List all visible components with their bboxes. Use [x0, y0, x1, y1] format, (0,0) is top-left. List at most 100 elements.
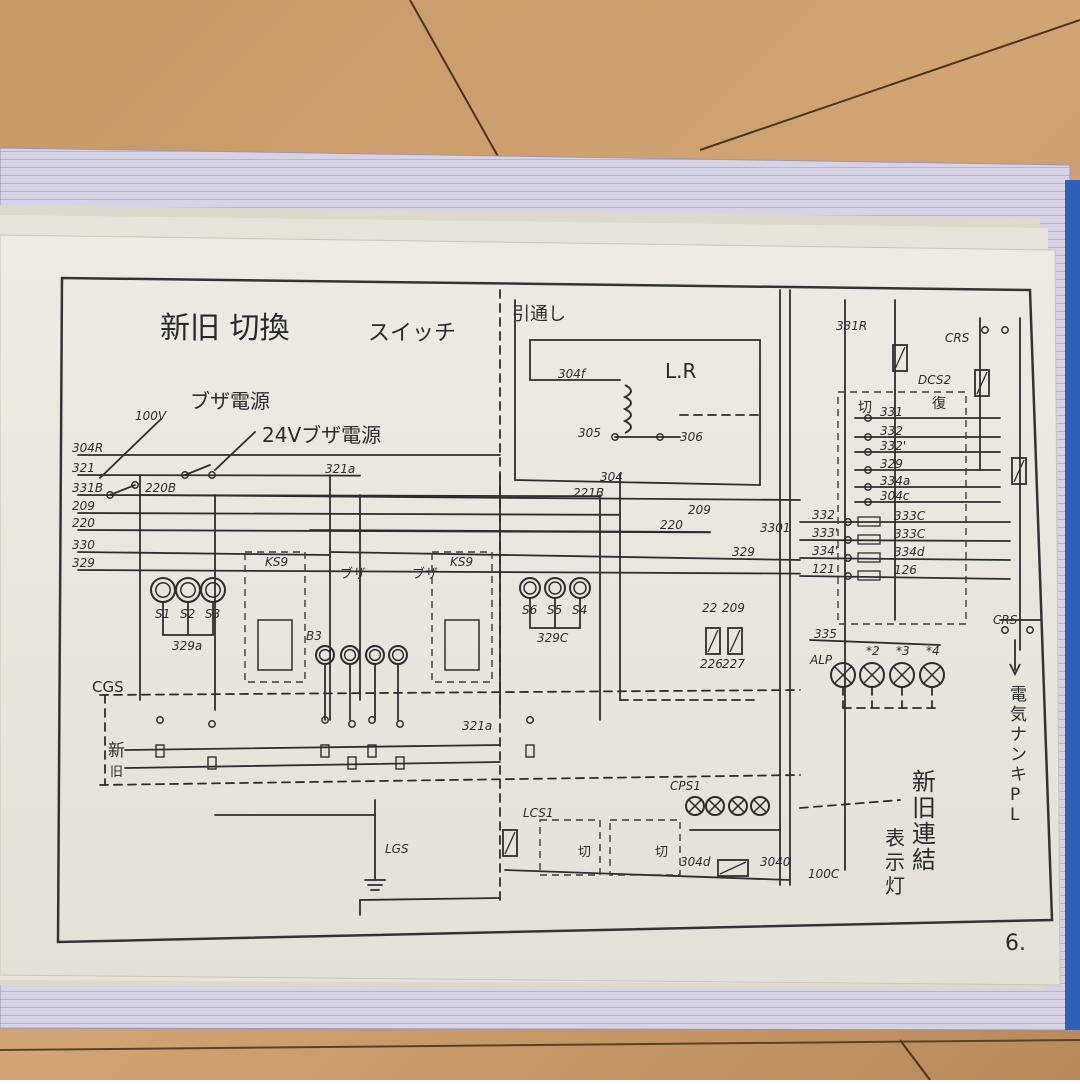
shinkyu-label-char: 連	[912, 820, 936, 848]
relay-coil-slash	[729, 629, 741, 653]
label-100c: 100C	[808, 867, 840, 881]
right-lower-wire-1	[799, 539, 1011, 542]
contact-terminal	[396, 720, 404, 728]
contact-terminal	[208, 720, 216, 728]
cgs-dashed	[99, 689, 801, 696]
lamp-cross	[863, 666, 881, 684]
floor-seam	[899, 1039, 931, 1081]
label-329c: 329C	[537, 631, 569, 645]
label-3301: 3301	[760, 521, 791, 535]
label-dcs2: DCS2	[918, 373, 951, 387]
label-209c: 209	[722, 601, 745, 615]
label-tsushi: 引通し	[512, 304, 566, 325]
contact-terminal	[844, 572, 852, 580]
relay-coil-slash	[707, 629, 719, 653]
contact-terminal	[1001, 326, 1009, 334]
shinkyu-label-char: 新	[912, 768, 936, 796]
lamp-label-S5: S5	[547, 603, 562, 617]
buzzer-bell	[315, 645, 335, 665]
transformer-a	[257, 619, 293, 671]
wire-bottom-2	[359, 897, 501, 901]
label-kirikae-a: 切	[578, 845, 591, 860]
wire-330-long	[329, 551, 801, 561]
label-lgs: LGS	[385, 842, 409, 856]
contact-terminal	[864, 433, 872, 441]
cgs-dashed-lower	[99, 774, 801, 786]
label-crs-top: CRS	[945, 331, 970, 345]
label-329b: 329	[732, 545, 755, 559]
label-lcs1: LCS1	[523, 806, 554, 820]
wire-layer	[77, 289, 1041, 916]
label-304d: 304d	[680, 855, 711, 869]
contact-terminal	[844, 554, 852, 562]
label-kirikae-b: 切	[655, 845, 668, 860]
relay-coil-slash	[976, 371, 988, 395]
pl-label-char: ン	[1010, 745, 1027, 765]
contact-terminal	[1026, 626, 1034, 634]
bus-label-329: 329	[72, 556, 95, 570]
label-209a: 209	[688, 503, 711, 517]
arrow-24v	[214, 431, 256, 471]
label-ks9-a: KS9	[265, 555, 288, 569]
title-sub: スイッチ	[368, 321, 456, 346]
label-304: 304	[600, 470, 623, 484]
right-contact	[857, 552, 881, 563]
pl-label-char: 気	[1010, 705, 1027, 725]
bus-wire-330	[77, 551, 331, 556]
bus-wire-321	[77, 474, 361, 477]
alp-num-3: *4	[926, 644, 940, 658]
alp-lamp-group: *2*3*4	[866, 644, 940, 658]
bus-wire-209	[77, 512, 621, 516]
lamp-S3	[200, 577, 226, 603]
label-cgs: CGS	[92, 678, 124, 696]
label-cps1: CPS1	[670, 779, 701, 793]
label-305: 305	[578, 426, 601, 440]
wire-shin	[124, 744, 501, 751]
wire-331b-long	[139, 494, 801, 501]
switch-blade	[109, 484, 136, 496]
lamp-S5-inner	[548, 581, 562, 595]
cps-lamp	[728, 796, 748, 816]
contact-terminal	[864, 498, 872, 506]
alp-lamp	[830, 662, 856, 688]
right-lower-right-2: 334d	[894, 545, 925, 559]
pl-label-char: L	[1010, 805, 1020, 825]
relay-coil-slash	[719, 861, 747, 875]
label-24v-buzzer: 24Vブザ電源	[262, 423, 381, 447]
lamp-label-S3: S3	[205, 607, 220, 621]
lamp-cross	[834, 666, 852, 684]
right-lower-right-3: 126	[894, 563, 917, 577]
buzzer-bell-inner	[318, 648, 332, 662]
contact-terminal	[844, 536, 852, 544]
right-lower-wire-2	[799, 557, 1011, 561]
cps-lamp	[705, 796, 725, 816]
bus-wire-329	[77, 569, 801, 575]
contact-terminal	[611, 433, 619, 441]
right-wire-label-3: 329	[880, 457, 903, 471]
relay-304d	[717, 859, 749, 877]
contact-terminal	[864, 466, 872, 474]
drawing-border	[56, 276, 1054, 944]
relay-coil-slash	[894, 346, 906, 370]
relay-dcs2	[974, 369, 990, 397]
buzzer-bell-inner	[391, 648, 405, 662]
label-321a-lower: 321a	[462, 719, 492, 733]
label-306: 306	[680, 430, 703, 444]
pl-label-char: キ	[1010, 765, 1027, 785]
label-100v: 100V	[135, 409, 167, 423]
right-contact	[857, 534, 881, 545]
relay-fuse-right	[1011, 457, 1027, 485]
label-fuku: 復	[932, 395, 946, 412]
contact-terminal	[981, 326, 989, 334]
bus-label-220: 220	[72, 516, 95, 530]
right-wire-label-2: 332'	[880, 439, 906, 453]
label-100v-buzzer: ブザ電源	[190, 389, 270, 413]
pl-label-char: 電	[1010, 685, 1027, 705]
lamp-label-S1: S1	[155, 607, 170, 621]
tsushi-box	[514, 299, 761, 486]
right-wire-label-1: 332	[880, 424, 903, 438]
alp-lamp	[859, 662, 885, 688]
